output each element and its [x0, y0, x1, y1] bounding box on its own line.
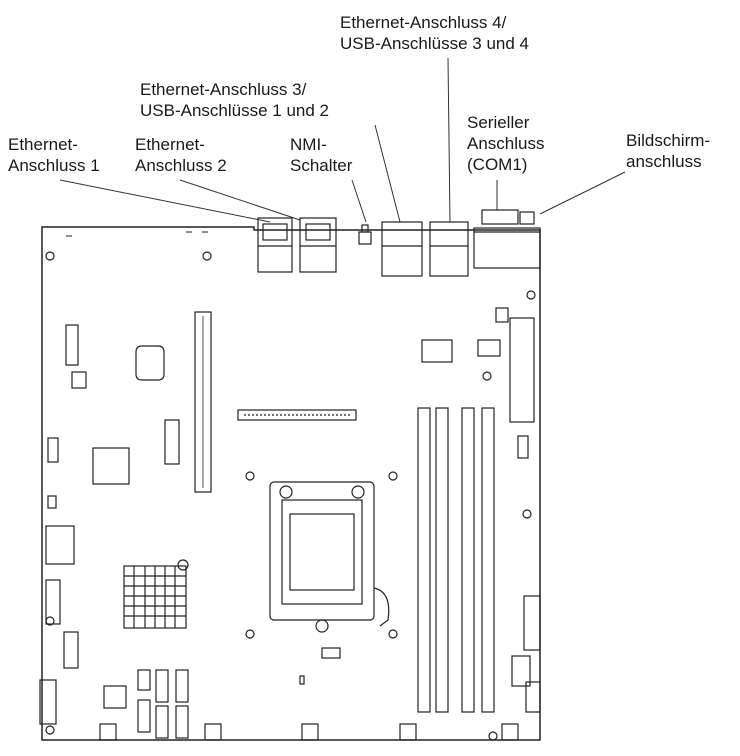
dimm-slot: [481, 407, 495, 713]
heat-sink: [123, 565, 187, 629]
leader-line-nmi: [351, 179, 367, 223]
silkscreen-marks: [66, 231, 208, 237]
fan-connector: [204, 723, 222, 741]
connector: [47, 437, 59, 463]
component: [477, 339, 501, 357]
chip: [92, 447, 130, 485]
ethernet-connector-2: [299, 217, 337, 273]
nmi-switch: [358, 224, 372, 245]
dimm-slots: [417, 407, 495, 713]
cpu-socket: [269, 481, 390, 633]
connector: [45, 579, 61, 625]
fan-connector: [399, 723, 417, 741]
fan-connector: [99, 723, 117, 741]
mounting-hole: [202, 251, 212, 261]
component: [321, 647, 341, 659]
leader-line-ethernet-2: [179, 179, 301, 221]
serial-video-connector: [473, 209, 541, 269]
sata-connector: [137, 699, 151, 733]
pcie-slot: [194, 311, 212, 493]
connector: [63, 631, 79, 669]
leader-line-video: [539, 171, 626, 215]
ethernet-4-usb-3-4-connector: [429, 221, 469, 277]
mounting-hole: [522, 509, 532, 519]
ethernet-connector-1: [257, 217, 293, 273]
connector: [65, 324, 79, 366]
connector: [45, 525, 75, 565]
connector: [39, 679, 57, 725]
connector: [164, 419, 180, 465]
ethernet-3-usb-1-2-connector: [381, 221, 423, 277]
label-video-connector: Bildschirm- anschluss: [626, 131, 711, 171]
connector: [511, 655, 531, 687]
sata-connector: [155, 705, 169, 739]
sata-connector: [175, 669, 189, 703]
connector: [525, 681, 541, 713]
front-panel-connector: [523, 595, 541, 651]
component: [299, 675, 305, 685]
power-connector-8pin: [421, 339, 453, 363]
fan-connector: [501, 723, 519, 741]
sata-connector: [175, 705, 189, 739]
leader-line-ethernet-4: [447, 57, 451, 223]
jumper: [47, 495, 57, 509]
mounting-hole: [245, 629, 255, 639]
mounting-hole: [245, 471, 255, 481]
mounting-hole: [482, 371, 492, 381]
component: [517, 435, 529, 459]
label-serial-port-com1: Serieller Anschluss (COM1): [467, 113, 545, 174]
leader-line-ethernet-1: [59, 179, 271, 223]
component: [495, 307, 509, 323]
label-nmi-switch: NMI- Schalter: [290, 135, 353, 175]
mounting-hole: [388, 471, 398, 481]
mounting-hole: [526, 290, 536, 300]
sata-connector: [137, 669, 151, 691]
label-ethernet-3-usb-1-2: Ethernet-Anschluss 3/ USB-Anschlüsse 1 u…: [140, 80, 329, 120]
capacitor: [135, 345, 165, 381]
dimm-slot: [435, 407, 449, 713]
leader-line-ethernet-3: [374, 124, 401, 223]
label-ethernet-1: Ethernet- Anschluss 1: [8, 135, 100, 175]
dimm-slot: [417, 407, 431, 713]
expansion-connector: [237, 409, 357, 421]
label-ethernet-2: Ethernet- Anschluss 2: [135, 135, 227, 175]
sata-connector: [155, 669, 169, 703]
battery: [103, 685, 127, 709]
power-connector-24pin: [509, 317, 535, 423]
mounting-hole: [45, 725, 55, 735]
leader-lines: [59, 57, 626, 223]
mounting-holes: [45, 251, 536, 741]
capacitor: [71, 371, 87, 389]
mounting-hole: [177, 559, 189, 571]
mounting-hole: [388, 629, 398, 639]
fan-connector: [301, 723, 319, 741]
mounting-hole: [488, 731, 498, 741]
mounting-hole: [45, 251, 55, 261]
dimm-slot: [461, 407, 475, 713]
label-ethernet-4-usb-3-4: Ethernet-Anschluss 4/ USB-Anschlüsse 3 u…: [340, 13, 529, 53]
